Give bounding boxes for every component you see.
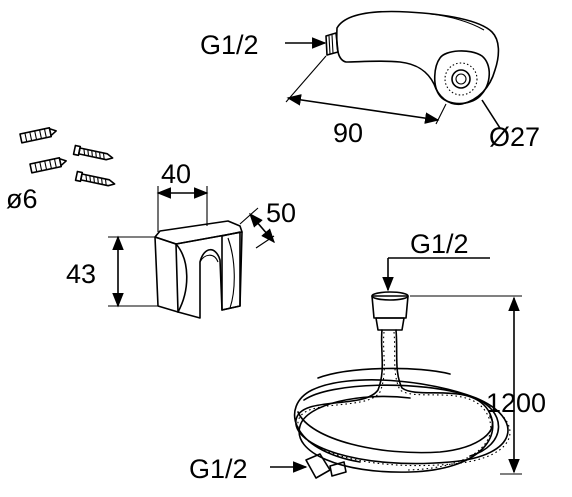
hose-length-label: 1200 [486, 388, 546, 418]
shower-hose [293, 291, 511, 479]
spray-length-ext-right [435, 103, 447, 125]
spray-diameter-label: Ø27 [489, 122, 540, 152]
holder-depth-label: 50 [266, 198, 296, 228]
spray-thread-label: G1/2 [200, 30, 259, 60]
holder-depth-dimension [249, 212, 275, 244]
spray-length-ext-left [285, 55, 327, 103]
hose-bottom-thread-label: G1/2 [189, 454, 248, 484]
wall-holder [154, 220, 243, 319]
holder-height-label: 43 [66, 259, 96, 289]
dowel-diameter-label: ø6 [6, 184, 38, 214]
spray-length-dimension [286, 94, 440, 124]
holder-depth-ext-top [239, 207, 259, 225]
holder-width-label: 40 [161, 159, 191, 189]
wall-plugs-and-screws [19, 126, 116, 187]
hand-spray [325, 10, 500, 106]
spray-diameter-leader [481, 99, 501, 129]
spray-length-label: 90 [333, 118, 363, 148]
hose-top-thread-label: G1/2 [410, 229, 469, 259]
